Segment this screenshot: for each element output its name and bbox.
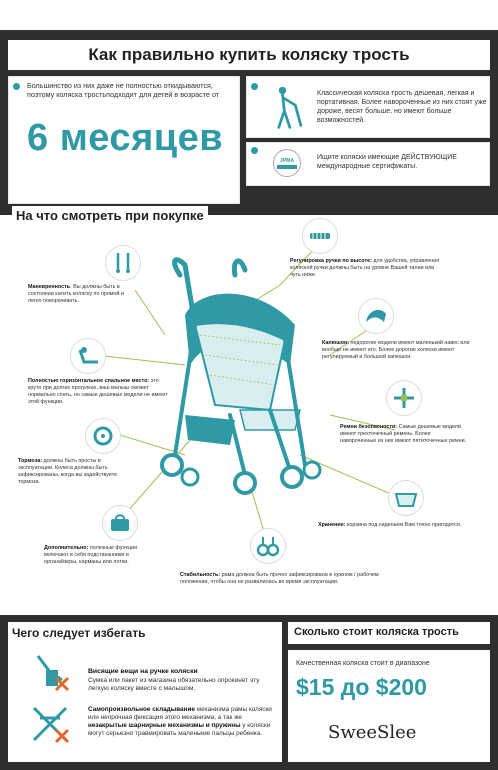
feature-handle-text: для удобства, управления коляской ручки … [290, 258, 440, 278]
cost-divider [288, 644, 490, 650]
cost-panel: Сколько стоит коляска трость Качественна… [288, 622, 490, 762]
feature-belts: Ремни безопасности: Самые дешевые модели… [340, 424, 468, 445]
avoid-panel: Чего следует избегать Висящие вещи на ру… [8, 622, 282, 762]
feature-basket: Хранение: корзина под сиденьем Вам точно… [318, 522, 488, 529]
cost-subtitle: Качественная коляска стоит в диапазоне [296, 660, 430, 667]
feature-extras: Дополнительно: полезные функции включают… [44, 545, 154, 566]
intro-right-top-panel: Классическая коляска трость дешевая, лег… [246, 76, 490, 138]
avoid-item2-text-a: механизма рамы коляски или непрочная фик… [88, 706, 272, 721]
feature-canopy: Капюшон: недорогие модели имеют маленьки… [322, 340, 472, 361]
safety-belt-icon [386, 380, 422, 416]
feature-recline: Полностью горизонтальное спальное место:… [28, 378, 168, 406]
avoid-item2-title: Самопроизвольное складывание [88, 706, 195, 713]
avoid-item2: Самопроизвольное складывание механизма р… [88, 706, 276, 738]
feature-brakes: Тормоза: должны быть просты в эксплуатац… [18, 458, 130, 486]
stability-wheels-icon [250, 528, 286, 564]
feature-basket-text: корзина под сиденьем Вам точно пригодитс… [345, 522, 462, 528]
section-title: На что смотреть при покупке [12, 206, 208, 225]
cert-logo-bar [277, 164, 297, 169]
feature-maneuver-title: Маневренность [28, 284, 71, 290]
folding-warning-icon [32, 706, 70, 744]
cost-price: $15 до $200 [296, 674, 427, 700]
canopy-icon [358, 298, 394, 334]
feature-extras-text: полезные функции включают в себя подстак… [44, 545, 137, 565]
feature-basket-title: Хранение: [318, 522, 346, 528]
avoid-item1-title: Висящие вещи на ручке коляски [88, 668, 198, 675]
avoid-item2-bold: незакрытые шарнирные механизмы и пружины [88, 722, 241, 729]
feature-brakes-title: Тормоза: [18, 458, 43, 464]
cost-title: Сколько стоит коляска трость [294, 626, 459, 638]
handle-height-icon [302, 218, 338, 254]
avoid-item1-text: Сумка или пакет из магазина обязательно … [88, 677, 260, 692]
hanging-bag-warning-icon [36, 655, 70, 692]
feature-recline-text: это круто при долгих прогулках, ваш малы… [28, 378, 168, 405]
feature-handle-title: Регулировка ручки по высоте: [290, 258, 372, 264]
recline-icon [70, 338, 106, 374]
feature-handle: Регулировка ручки по высоте: для удобств… [290, 258, 440, 279]
feature-brakes-text: должны быть просты в эксплуатации. Колес… [18, 458, 118, 485]
intro-text: Большинство из них даже не полностью отк… [27, 81, 220, 99]
bullet-icon [13, 83, 20, 90]
maneuver-icon [105, 245, 141, 281]
stroller-illustration [94, 244, 406, 536]
intro-right-bottom-panel: JPMA Ищите коляски имеющие ДЕЙСТВУЮЩИЕ м… [246, 142, 490, 186]
cert-logo-text: JPMA [280, 157, 294, 164]
classic-text: Классическая коляска трость дешевая, лег… [317, 90, 487, 124]
feature-stability-text: рама должна быть прочно зафиксирована в … [180, 572, 379, 585]
page-title: Как правильно купить коляску трость [8, 40, 490, 70]
brake-icon [85, 418, 121, 454]
feature-canopy-title: Капюшон: [322, 340, 350, 346]
brand-logo: SweeSlee [328, 722, 417, 743]
feature-belts-text: Самые дешевые модели имеют трехточечный … [340, 424, 467, 444]
bullet-icon [251, 147, 258, 154]
avoid-title: Чего следует избегать [12, 626, 146, 640]
cert-logo-icon: JPMA [273, 149, 301, 177]
avoid-item2-text-b: у коляски могут серьезно травмировать ма… [88, 722, 271, 737]
feature-canopy-text: недорогие модели имеют маленький навес и… [322, 340, 470, 360]
feature-stability: Стабильность: рама должна быть прочно за… [180, 572, 380, 586]
age-big: 6 месяцев [27, 117, 224, 159]
extras-bag-icon [102, 505, 138, 541]
storage-basket-icon [388, 480, 424, 516]
feature-extras-title: Дополнительно: [44, 545, 89, 551]
feature-maneuver-text: . Вы должны быть в состоянии катить коля… [28, 284, 124, 304]
feature-maneuver: Маневренность. Вы должны быть в состояни… [28, 284, 130, 305]
cert-text: Ищите коляски имеющие ДЕЙСТВУЮЩИЕ междун… [317, 154, 457, 170]
person-stroller-icon [277, 86, 303, 129]
intro-left-panel: Большинство из них даже не полностью отк… [8, 76, 240, 204]
feature-recline-title: Полностью горизонтальное спальное место: [28, 378, 150, 384]
feature-belts-title: Ремни безопасности: [340, 424, 398, 430]
bullet-icon [251, 83, 258, 90]
feature-stability-title: Стабильность: [180, 572, 221, 578]
